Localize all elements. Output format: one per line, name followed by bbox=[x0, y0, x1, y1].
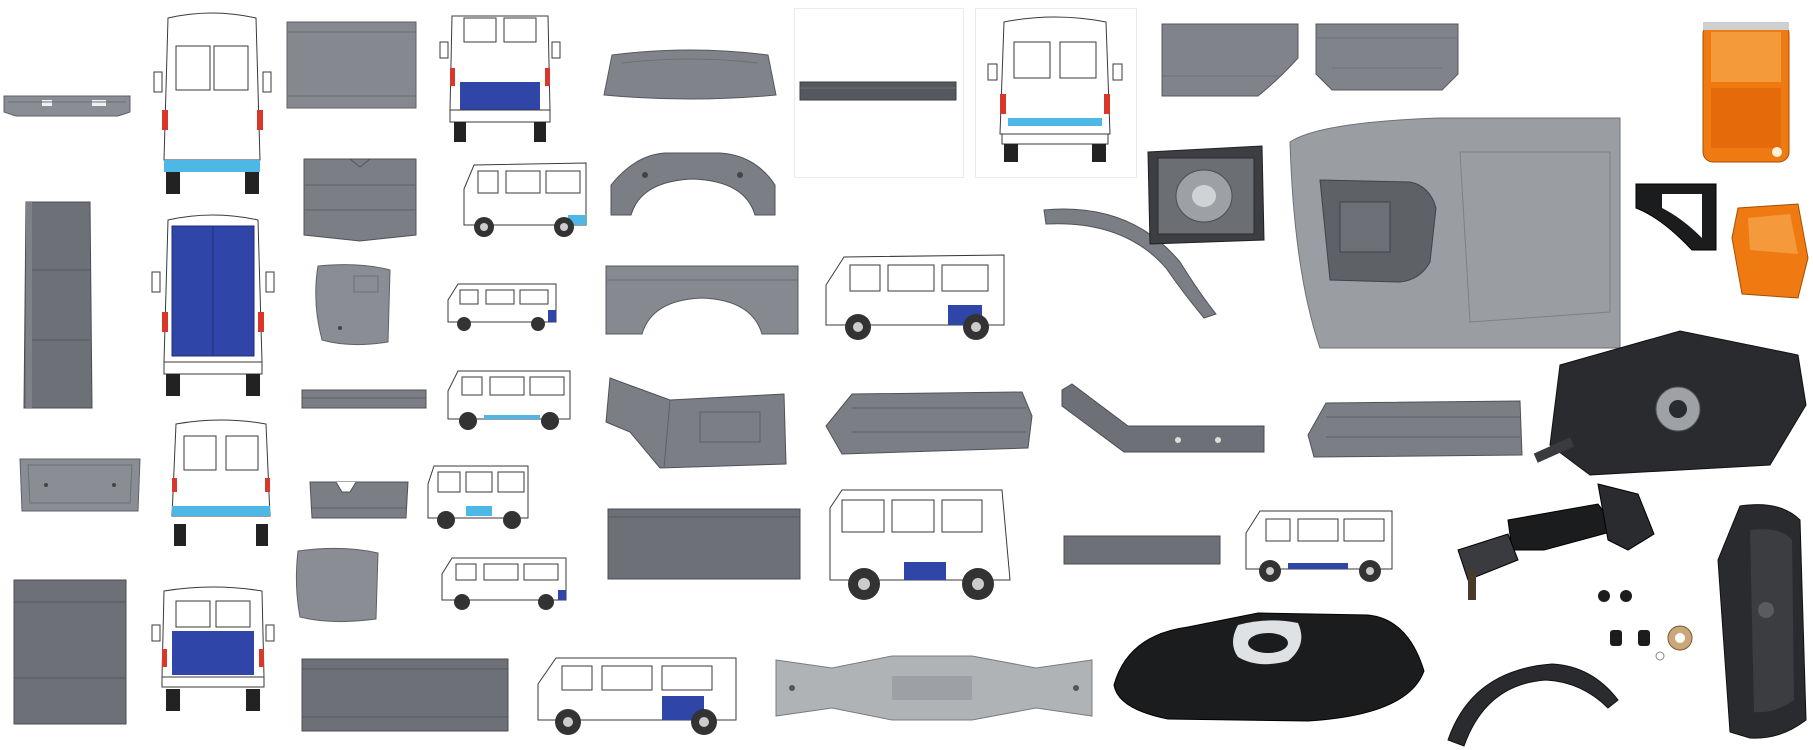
hinge-assembly-image bbox=[1448, 480, 1658, 610]
van-rear-doors-blue-image bbox=[148, 585, 278, 715]
door-strip-image bbox=[1062, 532, 1222, 568]
side-strip-image bbox=[606, 505, 802, 583]
sill-strip-image bbox=[798, 78, 958, 104]
van-side-sill-cyan-image bbox=[444, 365, 574, 435]
tail-light-orange-image bbox=[1697, 18, 1795, 168]
side-panel-short-image bbox=[1158, 20, 1302, 100]
van-rear-mid-blue-image bbox=[436, 12, 564, 144]
van-side-door-cyan-image bbox=[424, 460, 532, 536]
corner-cap-image bbox=[292, 545, 384, 625]
inner-panel-image bbox=[16, 455, 144, 515]
van-rear-lower-cyan-image bbox=[150, 10, 275, 196]
floor-step-right-image bbox=[1304, 395, 1524, 461]
door-skin-panel-image bbox=[285, 18, 418, 110]
floor-sill-image bbox=[822, 386, 1034, 458]
wheel-arch-image bbox=[605, 135, 780, 225]
arch-strip-image bbox=[1040, 202, 1220, 322]
rear-arch-panel-image bbox=[602, 260, 802, 340]
oil-pan-image bbox=[1108, 605, 1430, 725]
lower-strip-image bbox=[300, 655, 510, 735]
step-well-image bbox=[600, 372, 790, 472]
step-panel-image bbox=[600, 45, 780, 105]
valance-panel-image bbox=[306, 478, 412, 522]
van-rear-lower-cyan-2-image bbox=[162, 418, 280, 548]
tall-door-panel-image bbox=[22, 200, 94, 410]
wheel-liner-image bbox=[1442, 660, 1624, 748]
sill-bar-image bbox=[1058, 380, 1270, 460]
van-side-blue-mid-image bbox=[1242, 505, 1396, 587]
van-side-rear-blue-image bbox=[820, 245, 1010, 345]
strip-long-image bbox=[300, 386, 428, 412]
fuel-tank-image bbox=[1710, 500, 1810, 744]
van-side-large-blue-image bbox=[824, 484, 1016, 606]
van-side-rear-blue-small-image bbox=[444, 278, 560, 338]
van-rear-sill-cyan-image bbox=[980, 14, 1130, 164]
van-side-rear-blue-2-image bbox=[532, 650, 744, 738]
door-skin-lower-image bbox=[12, 578, 128, 726]
bumper-bracket-image bbox=[2, 90, 132, 122]
headlight-image bbox=[1140, 140, 1270, 250]
floor-step-panel-image bbox=[300, 155, 420, 245]
corner-panel-image bbox=[310, 262, 394, 348]
light-bezel-image bbox=[1632, 178, 1720, 256]
engine-mount-image bbox=[1530, 325, 1808, 485]
van-side-rear-cyan-image bbox=[460, 155, 590, 245]
indicator-orange-image bbox=[1728, 198, 1812, 304]
van-side-blue-front-image bbox=[438, 552, 570, 614]
floor-step-panel-top-image bbox=[1312, 20, 1462, 100]
washer-parts-image bbox=[1604, 618, 1714, 662]
van-rear-full-blue-image bbox=[148, 212, 278, 398]
front-fender-image bbox=[1280, 112, 1630, 354]
crossmember-image bbox=[772, 652, 1096, 724]
